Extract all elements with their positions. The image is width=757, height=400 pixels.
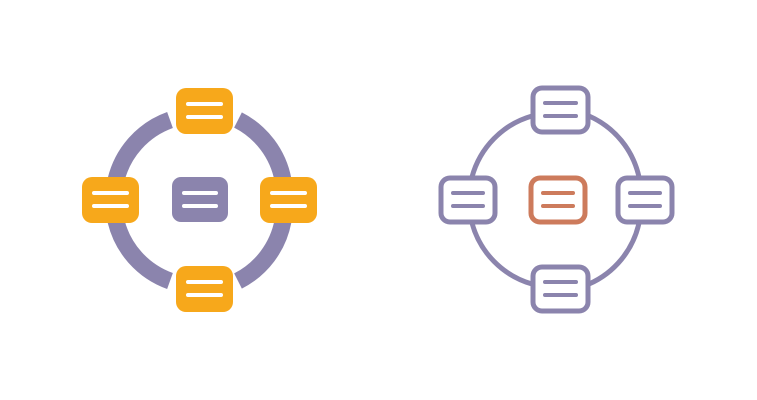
ring-segment-top-right: [233, 112, 292, 182]
node-bottom: [176, 266, 233, 312]
ring-segment-bottom-right: [587, 222, 642, 287]
ring-segment-bottom-left: [107, 218, 174, 290]
node-right: [615, 175, 675, 225]
node-right: [260, 177, 317, 223]
ring-icon: [469, 113, 642, 287]
node-center: [172, 177, 228, 222]
ring-segment-bottom-right: [233, 219, 292, 289]
node-top: [530, 85, 591, 135]
ring-segment-top-right: [587, 113, 642, 178]
ring-segment-top-left: [107, 111, 174, 183]
ring-segment-bottom-left: [469, 222, 533, 287]
node-bottom: [530, 264, 591, 314]
node-left: [438, 175, 498, 225]
node-center: [528, 175, 588, 225]
ring-icon: [107, 111, 292, 290]
ring-segment-top-left: [469, 113, 533, 178]
node-left: [82, 177, 139, 223]
node-top: [176, 88, 233, 134]
